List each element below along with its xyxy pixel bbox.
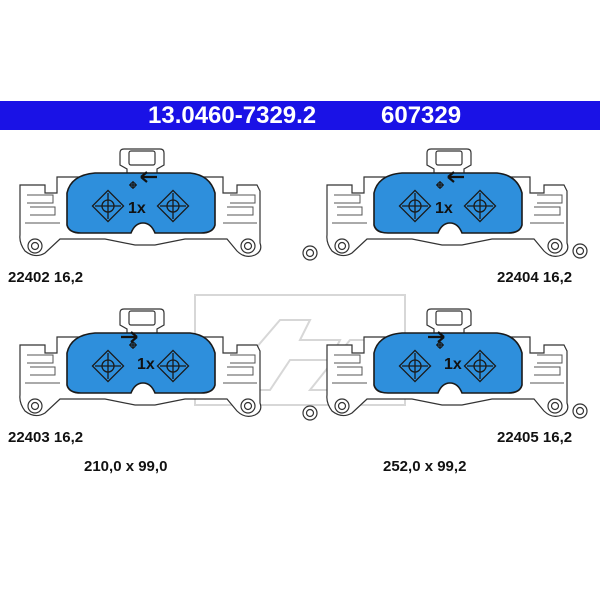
pad-code: 22402 — [8, 269, 50, 286]
arrow-left-icon — [447, 171, 464, 183]
pad-marking: 1x — [444, 356, 462, 373]
pad-code: 22403 — [8, 429, 50, 446]
pad-thickness: 16,2 — [53, 429, 84, 446]
brake-pad-drawing: 1x — [302, 308, 588, 421]
pad-code: 22405 — [497, 429, 539, 446]
pad-label-22403: 22403 16,2 — [8, 429, 83, 446]
pad-marking: 1x — [435, 200, 453, 217]
brake-pad-drawing: 1x — [19, 308, 262, 418]
pad-marking: 1x — [137, 356, 155, 373]
brake-pad-22405: 1x — [302, 303, 592, 430]
pad-label-22402: 22402 16,2 — [8, 269, 83, 286]
pad-marking: 1x — [128, 200, 146, 217]
header-bar: 13.0460-7329.2 607329 — [0, 101, 600, 130]
brake-pad-22404: 1x — [302, 143, 592, 270]
pad-code: 22404 — [497, 269, 539, 286]
brake-pad-drawing: 1x — [19, 148, 262, 258]
part-number: 13.0460-7329.2 — [148, 102, 317, 129]
brake-pad-22402: 1x — [5, 143, 275, 270]
brake-pad-22403: 1x — [5, 303, 275, 430]
arrow-right-icon — [428, 331, 445, 343]
reference-number: 607329 — [381, 102, 462, 129]
pad-thickness: 16,2 — [542, 429, 573, 446]
arrow-right-icon — [121, 331, 138, 343]
pad-label-22405: 22405 16,2 — [497, 429, 572, 446]
dimension-right: 252,0 x 99,2 — [383, 458, 467, 475]
arrow-left-icon — [140, 171, 157, 183]
brake-pad-drawing: 1x — [302, 148, 588, 261]
pad-thickness: 16,2 — [542, 269, 573, 286]
dimension-left: 210,0 x 99,0 — [84, 458, 168, 475]
pad-thickness: 16,2 — [53, 269, 84, 286]
pad-label-22404: 22404 16,2 — [497, 269, 572, 286]
